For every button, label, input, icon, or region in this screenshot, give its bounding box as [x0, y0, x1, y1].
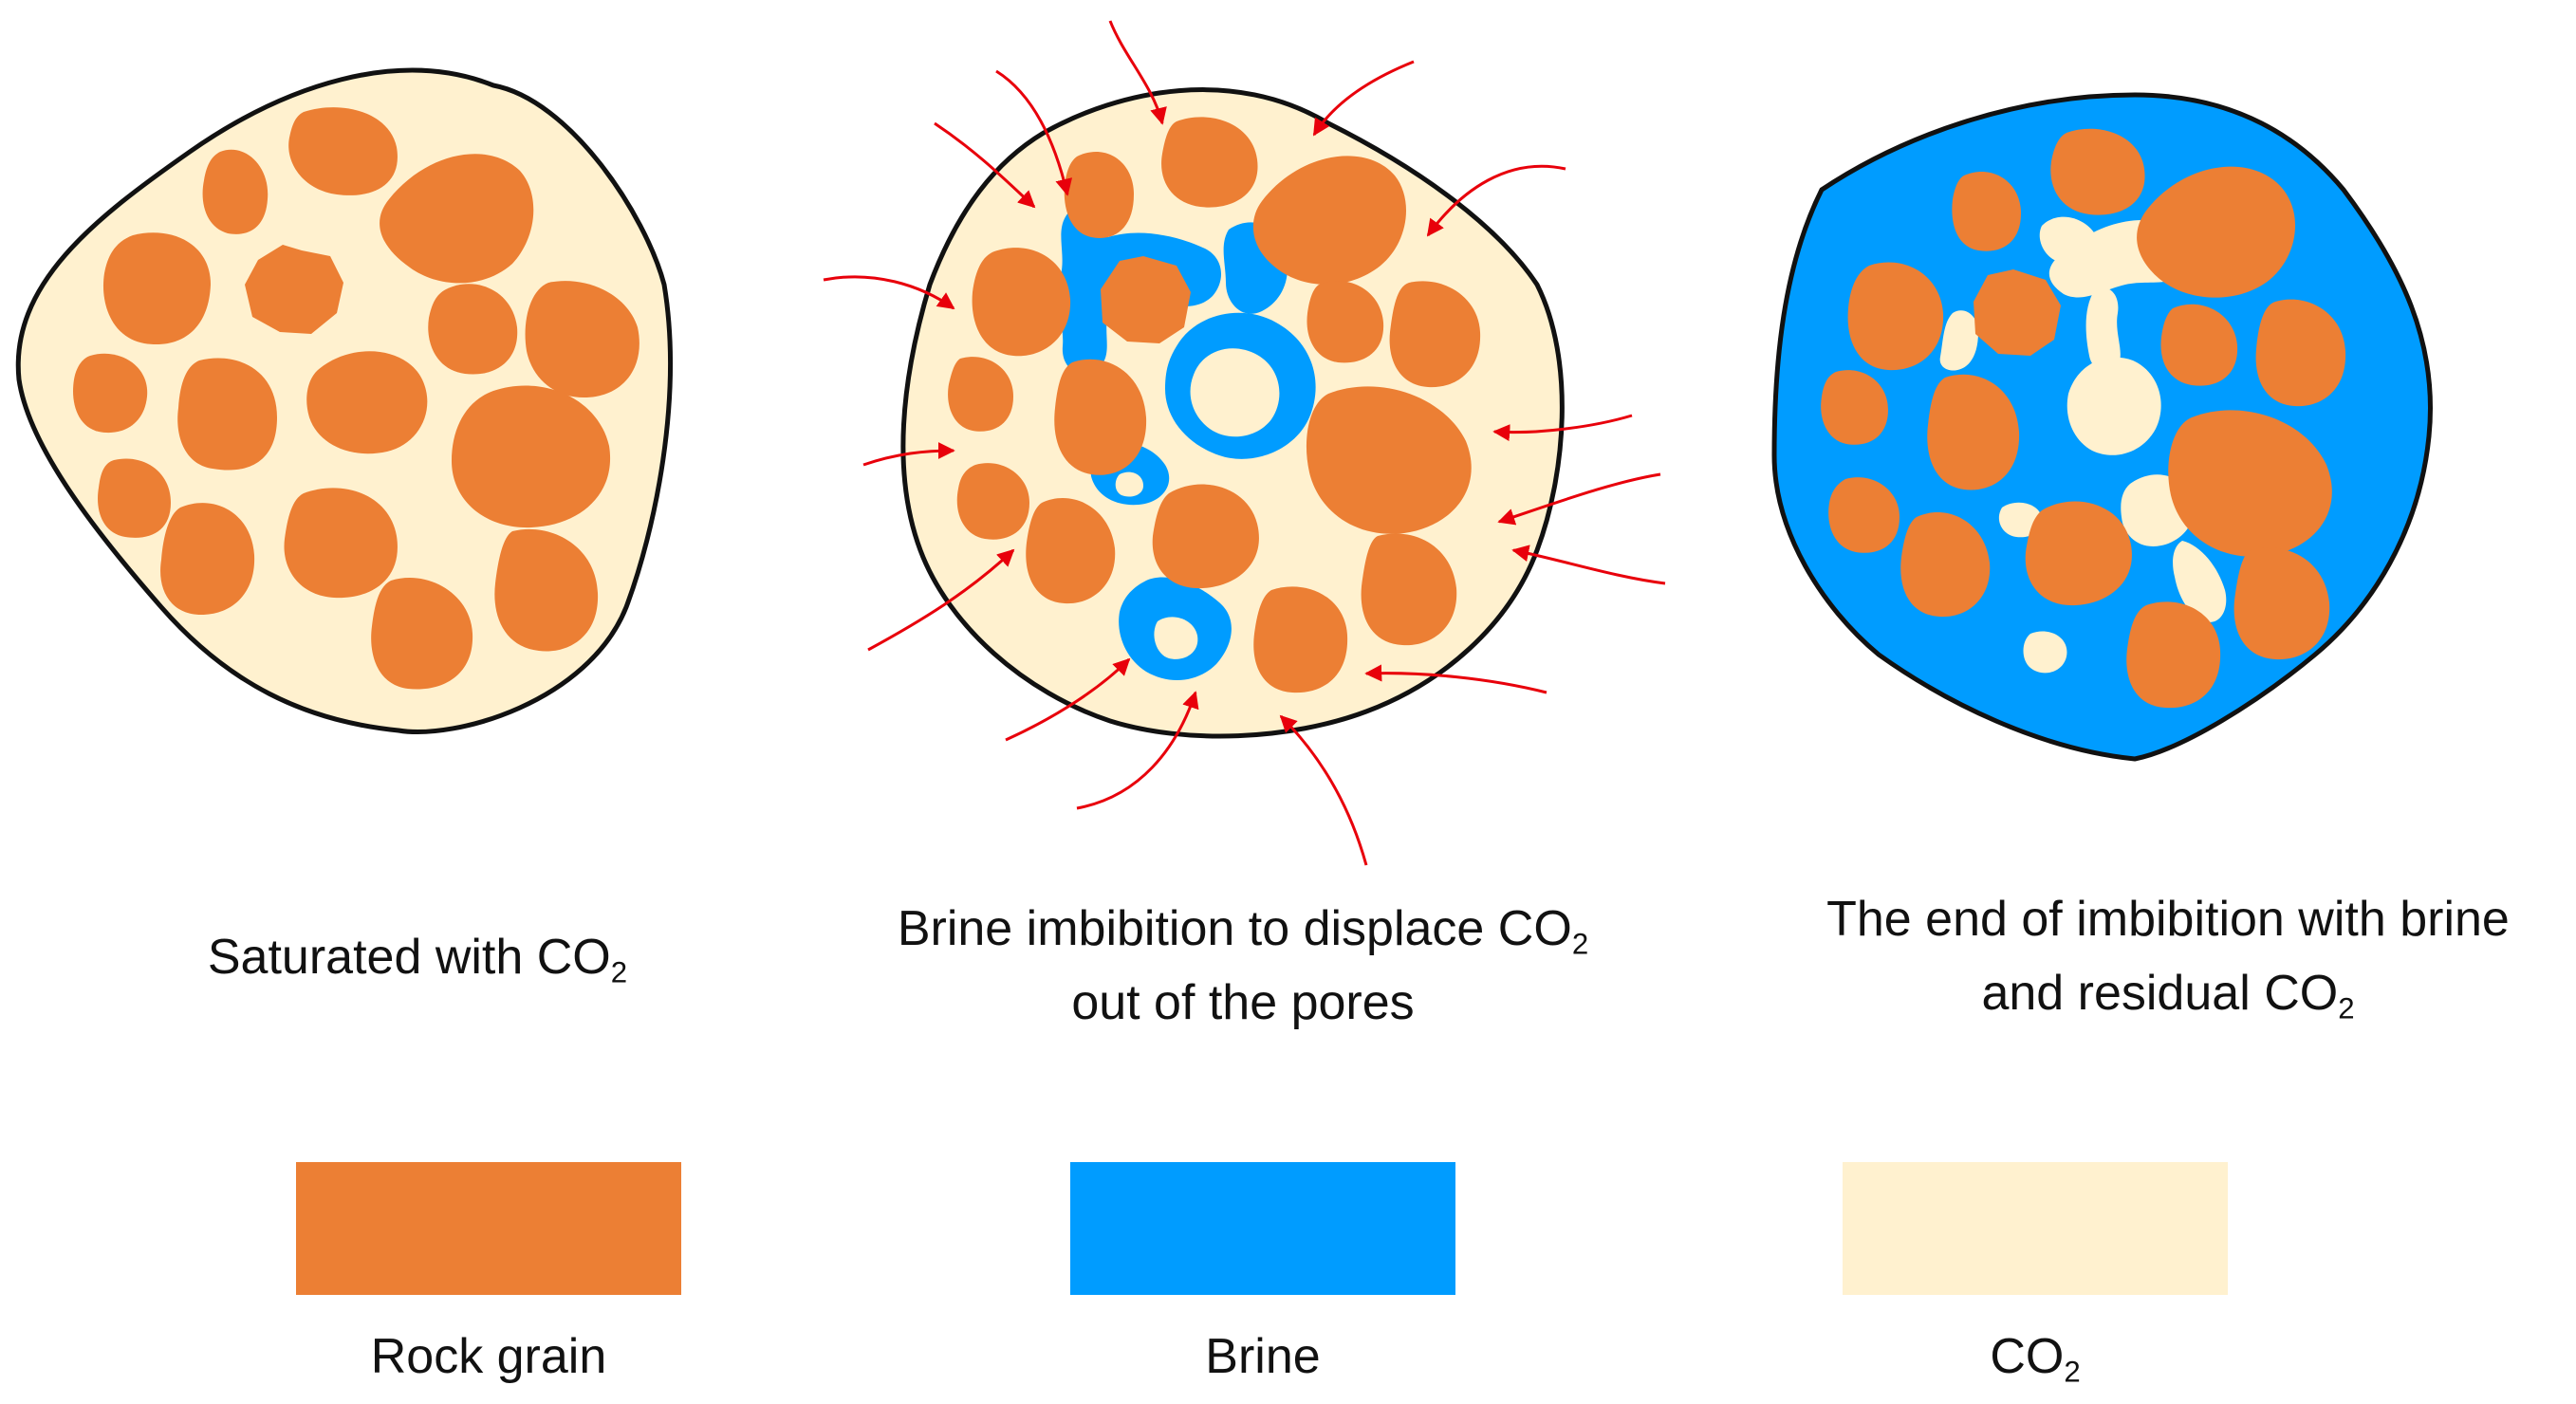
rock-grain — [2160, 304, 2238, 386]
rock-grain — [1101, 256, 1191, 343]
arrow — [823, 275, 955, 310]
rock-grain — [2126, 601, 2221, 709]
rock-grain — [1306, 386, 1472, 534]
arrow — [1497, 472, 1661, 526]
caption-line: out of the pores — [1071, 975, 1415, 1030]
rock-grain — [2050, 128, 2145, 215]
brine-film — [1058, 206, 1114, 374]
rock-grain — [452, 385, 611, 528]
rock-grain — [284, 488, 398, 599]
caption-line: Brine imbibition to displace CO2 — [897, 901, 1589, 961]
rock-grain — [102, 232, 211, 345]
imbibition-arrows — [823, 20, 1666, 866]
rock-grains — [1821, 128, 2346, 709]
rock-grain — [972, 248, 1071, 357]
rock-grain — [1026, 498, 1116, 604]
rock-grain — [1847, 262, 1944, 371]
rock-grain — [1152, 484, 1259, 589]
arrow — [1312, 60, 1415, 137]
rock-grain — [2255, 299, 2346, 407]
rock-grains — [73, 107, 639, 690]
caption-imbibition: Brine imbibition to displace CO2 out of … — [816, 892, 1670, 1040]
rock-grain — [494, 528, 599, 652]
caption-line: The end of imbibition with brine — [1826, 892, 2510, 947]
arrow — [1005, 657, 1131, 742]
caption-residual: The end of imbibition with brine and res… — [1760, 882, 2576, 1030]
rock-grains — [948, 117, 1481, 693]
rock-grain — [1361, 533, 1457, 646]
co2-pocket — [1115, 471, 1143, 497]
rock-grain — [380, 154, 534, 284]
arrow — [1076, 691, 1199, 810]
caption-saturated: Saturated with CO2 — [76, 920, 759, 994]
arrow — [1108, 20, 1167, 125]
arrow — [1492, 414, 1633, 442]
rock-grain — [956, 463, 1029, 540]
legend-label-co2: CO2 — [1990, 1329, 2081, 1389]
legend-swatch-co2 — [1843, 1162, 2228, 1295]
arrow — [1511, 545, 1666, 585]
legend-label-rock-grain: Rock grain — [370, 1329, 607, 1384]
rock-grain — [428, 284, 518, 375]
rock-grain — [1821, 370, 1888, 445]
panel-residual — [1771, 92, 2434, 762]
arrow — [1279, 714, 1368, 866]
rock-grain — [98, 458, 171, 538]
legend-swatch-brine — [1070, 1162, 1455, 1295]
caption-line: Saturated with CO2 — [207, 930, 628, 989]
rock-grain — [177, 358, 277, 471]
co2-blob — [2085, 286, 2121, 373]
rock-grain — [371, 577, 473, 690]
arrow — [934, 121, 1036, 209]
legend-label-brine: Brine — [1205, 1329, 1321, 1384]
rock-grain — [1252, 156, 1406, 285]
rock-grain — [245, 245, 343, 334]
legend-swatch-rock-grain — [296, 1162, 681, 1295]
rock-grain — [1952, 171, 2021, 251]
rock-grain — [160, 503, 255, 615]
co2-blob — [2023, 631, 2067, 674]
rock-grain — [1900, 512, 1991, 618]
arrow — [1426, 164, 1566, 237]
rock-grain — [2233, 547, 2330, 660]
rock-grain — [948, 357, 1013, 432]
co2-bubble — [2066, 357, 2161, 455]
panel-saturated — [15, 67, 673, 734]
arrow — [862, 442, 955, 467]
rock-grain — [1054, 359, 1147, 475]
rock-grain — [73, 353, 148, 434]
rock-grain — [1389, 281, 1481, 388]
rock-grain — [2168, 410, 2332, 557]
co2-bubble — [1190, 348, 1280, 437]
arrow — [1364, 664, 1547, 694]
panel-imbibition — [823, 20, 1666, 866]
rock-grain — [202, 149, 269, 234]
arrow — [867, 548, 1015, 652]
rock-grain — [1161, 117, 1258, 208]
co2-blob — [1939, 310, 1978, 371]
rock-grain — [306, 351, 428, 454]
rock-grain — [1974, 269, 2061, 356]
rock-grain — [525, 281, 639, 398]
co2-blob — [2173, 541, 2227, 622]
rock-grain — [1927, 374, 2020, 490]
rock-grain — [1253, 586, 1348, 693]
rock-grain — [1307, 281, 1384, 363]
rock-grain — [1828, 477, 1900, 553]
arrow — [995, 69, 1073, 196]
caption-line: and residual CO2 — [1981, 966, 2355, 1025]
rock-grain — [288, 107, 398, 195]
rock-grain — [2025, 501, 2132, 606]
co2-pocket — [1154, 617, 1198, 659]
rock-grain — [1064, 151, 1134, 238]
rock-grain — [2137, 166, 2296, 298]
co2-pockets — [1115, 348, 1280, 659]
